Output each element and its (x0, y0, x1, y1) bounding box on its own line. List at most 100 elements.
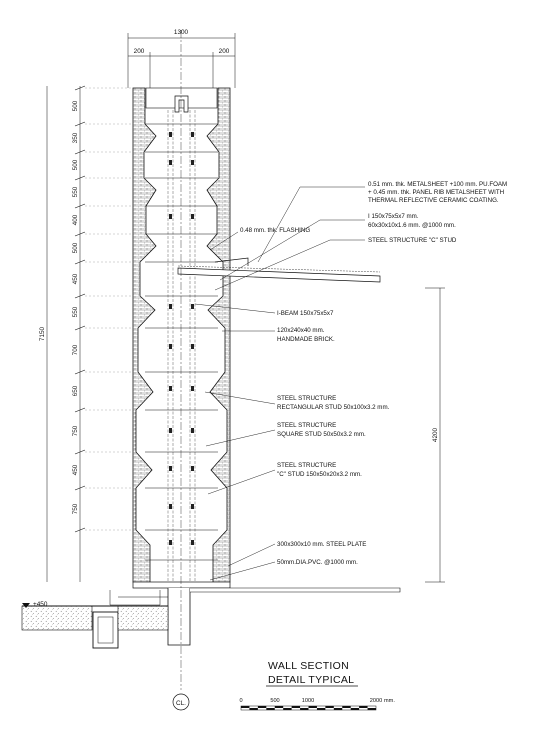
segment-dim-label: 450 (72, 273, 79, 284)
scale-block (325, 706, 334, 708)
segment-tick (74, 369, 86, 375)
svg-text:I-BEAM 150x75x5x7: I-BEAM 150x75x5x7 (277, 310, 334, 317)
scale-unit: mm. (384, 698, 395, 704)
svg-text:300x300x10 mm. STEEL PLATE: 300x300x10 mm. STEEL PLATE (277, 541, 366, 548)
annotation-square-stud: STEEL STRUCTURE SQUARE STUD 50x50x3.2 mm… (277, 422, 366, 438)
dim-top-right: 200 (219, 48, 230, 55)
segment-tick (74, 293, 86, 299)
gridline-bubble (172, 693, 190, 711)
segment-dim-label: 550 (72, 186, 79, 197)
scale-block (300, 708, 309, 710)
annotation-c-stud-top: STEEL STRUCTURE "C" STUD (368, 237, 457, 244)
dim-top-left: 200 (134, 48, 145, 55)
annotation-ibeam-purlin: I 150x75x5x7 mm. 60x30x10x1.6 mm. @1000 … (368, 213, 456, 229)
annotation-handmade-brick: 120x240x40 mm. HANDMADE BRICK. (277, 327, 335, 343)
segment-tick (74, 203, 86, 209)
svg-text:I 150x75x5x7 mm.: I 150x75x5x7 mm. (368, 213, 419, 220)
svg-text:STEEL STRUCTURE: STEEL STRUCTURE (277, 462, 336, 469)
scale-block (257, 706, 267, 708)
scale-block (249, 708, 258, 710)
segment-dim-label: 500 (72, 159, 79, 170)
segment-dim-label: 750 (72, 425, 79, 436)
left-brick-face (132, 87, 157, 583)
scale-block (359, 706, 368, 708)
scale-block (308, 706, 317, 708)
dim-overall-height: 7150 (39, 326, 46, 341)
scale-label-0: 0 (239, 698, 242, 704)
svg-text:60x30x10x1.6 mm. @1000 mm.: 60x30x10x1.6 mm. @1000 mm. (368, 222, 456, 229)
svg-text:50mm.DIA.PVC. @1000 mm.: 50mm.DIA.PVC. @1000 mm. (277, 559, 358, 566)
segment-dim-label: 500 (72, 242, 79, 253)
annotation-roof-panel: 0.51 mm. thk. METALSHEET +100 mm. PU.FOA… (368, 181, 507, 204)
scale-block (283, 708, 292, 710)
ground-level-label: +450 (33, 601, 48, 608)
svg-text:120x240x40 mm.: 120x240x40 mm. (277, 327, 325, 334)
scale-blocks (241, 706, 376, 710)
svg-text:RECTANGULAR STUD 50x100x3.2 mm: RECTANGULAR STUD 50x100x3.2 mm. (277, 404, 390, 411)
annotation-ibeam: I-BEAM 150x75x5x7 (277, 310, 334, 317)
annotation-pvc: 50mm.DIA.PVC. @1000 mm. (277, 559, 358, 566)
scale-block (316, 708, 326, 710)
ground-fill (21, 605, 93, 631)
segment-tick (74, 121, 86, 127)
level-marker-icon (22, 603, 30, 608)
scale-block (274, 706, 284, 708)
svg-text:"C" STUD 150x50x20x3.2 mm.: "C" STUD 150x50x20x3.2 mm. (277, 471, 362, 478)
svg-text:0.48 mm. thk. FLASHING: 0.48 mm. thk. FLASHING (240, 227, 310, 234)
dimension-lines (46, 30, 445, 690)
segment-tick (74, 259, 86, 265)
segment-tick (74, 231, 86, 237)
segment-dim-label: 400 (72, 214, 79, 225)
dim-right-height: 4200 (432, 427, 439, 442)
segment-tick (74, 85, 86, 91)
svg-text:HANDMADE BRICK.: HANDMADE BRICK. (277, 336, 335, 343)
roof-panel (177, 267, 381, 283)
segment-dim-label: 350 (72, 132, 79, 143)
svg-text:THERMAL REFLECTIVE CERAMIC COA: THERMAL REFLECTIVE CERAMIC COATING. (368, 197, 499, 204)
dim-top-total: 1300 (174, 29, 189, 36)
scale-block (342, 706, 351, 708)
title-line-1: WALL SECTION (268, 660, 349, 672)
segment-tick (74, 449, 86, 455)
svg-text:STEEL STRUCTURE "C" STUD: STEEL STRUCTURE "C" STUD (368, 237, 457, 244)
wall-body (21, 87, 401, 649)
segment-tick (74, 485, 86, 491)
scale-label-500: 500 (270, 698, 279, 704)
scale-block (367, 708, 376, 710)
segment-ticks (74, 85, 133, 533)
segment-dim-label: 550 (72, 306, 79, 317)
floor-slab (190, 587, 401, 593)
scale-bar: 0 500 1000 2000 mm. (239, 698, 395, 711)
segment-tick (74, 149, 86, 155)
segment-dim-label: 500 (72, 100, 79, 111)
scale-block (333, 708, 343, 710)
scale-block (266, 708, 275, 710)
right-brick-face (206, 87, 231, 583)
svg-text:0.51 mm. thk. METALSHEET +100: 0.51 mm. thk. METALSHEET +100 mm. PU.FOA… (368, 181, 507, 188)
scale-label-2000: 2000 (370, 698, 382, 704)
segment-dim-label: 450 (72, 464, 79, 475)
gridline-label: CL. (176, 700, 186, 707)
annotation-rect-stud: STEEL STRUCTURE RECTANGULAR STUD 50x100x… (277, 395, 390, 411)
segment-dim-label: 750 (72, 503, 79, 514)
svg-text:STEEL STRUCTURE: STEEL STRUCTURE (277, 422, 336, 429)
scale-block (291, 706, 301, 708)
svg-text:SQUARE STUD 50x50x3.2 mm.: SQUARE STUD 50x50x3.2 mm. (277, 431, 366, 438)
scale-block (350, 708, 360, 710)
scale-block (241, 706, 250, 708)
segment-dim-label: 700 (72, 344, 79, 355)
svg-text:STEEL STRUCTURE: STEEL STRUCTURE (277, 395, 336, 402)
leader-lines (194, 186, 365, 581)
annotation-steel-plate: 300x300x10 mm. STEEL PLATE (277, 541, 366, 548)
annotation-c-stud: STEEL STRUCTURE "C" STUD 150x50x20x3.2 m… (277, 462, 362, 478)
segment-tick (74, 325, 86, 331)
title-line-2: DETAIL TYPICAL (268, 674, 354, 686)
svg-text:+ 0.45 mm. thk. PANEL RIB META: + 0.45 mm. thk. PANEL RIB METALSHEET WIT… (368, 189, 504, 196)
segment-tick (74, 527, 86, 533)
scale-label-1000: 1000 (302, 698, 314, 704)
segment-tick (74, 175, 86, 181)
segment-dim-label: 650 (72, 385, 79, 396)
segment-tick (74, 407, 86, 413)
foundation (167, 588, 191, 646)
